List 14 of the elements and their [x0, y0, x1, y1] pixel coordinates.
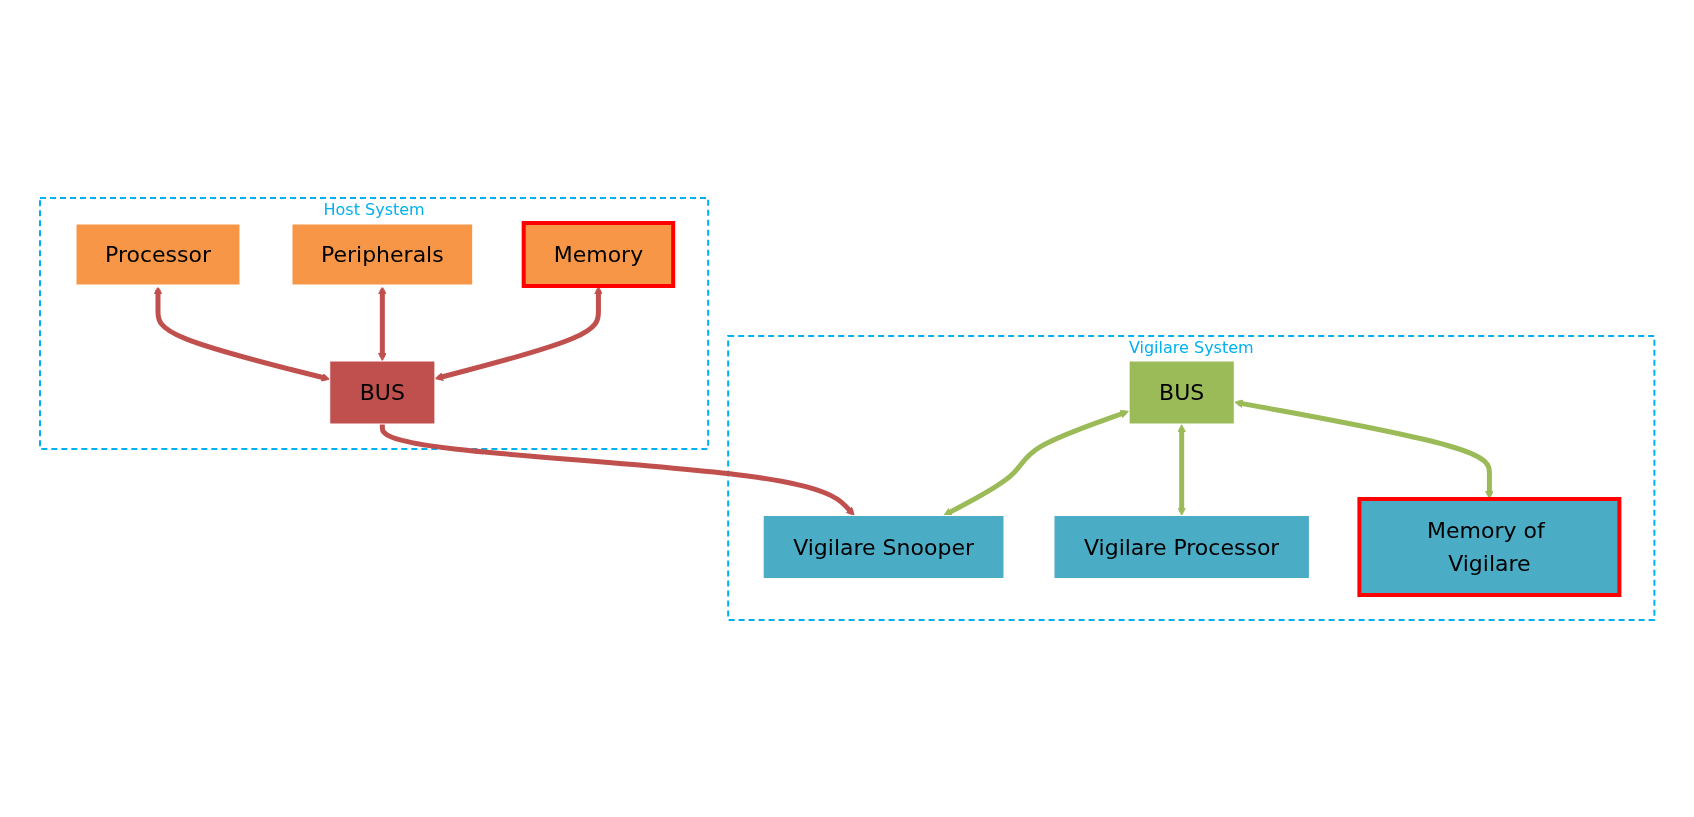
- arrow: [943, 409, 1129, 516]
- arrow: [1234, 398, 1494, 499]
- arrow: [434, 285, 603, 381]
- node-box: Memory of Vigilare: [1357, 496, 1622, 597]
- arrow: [377, 285, 387, 361]
- node-box: Vigilare Snooper: [762, 514, 1005, 579]
- node-box: Vigilare Processor: [1053, 514, 1310, 579]
- arrow: [1177, 423, 1186, 516]
- arrow: [153, 285, 330, 382]
- node-box: BUS: [329, 360, 436, 424]
- node-box: Memory: [521, 220, 675, 288]
- node-box: BUS: [1128, 360, 1235, 424]
- node-box: Processor: [73, 221, 243, 287]
- node-box: Peripherals: [289, 221, 475, 287]
